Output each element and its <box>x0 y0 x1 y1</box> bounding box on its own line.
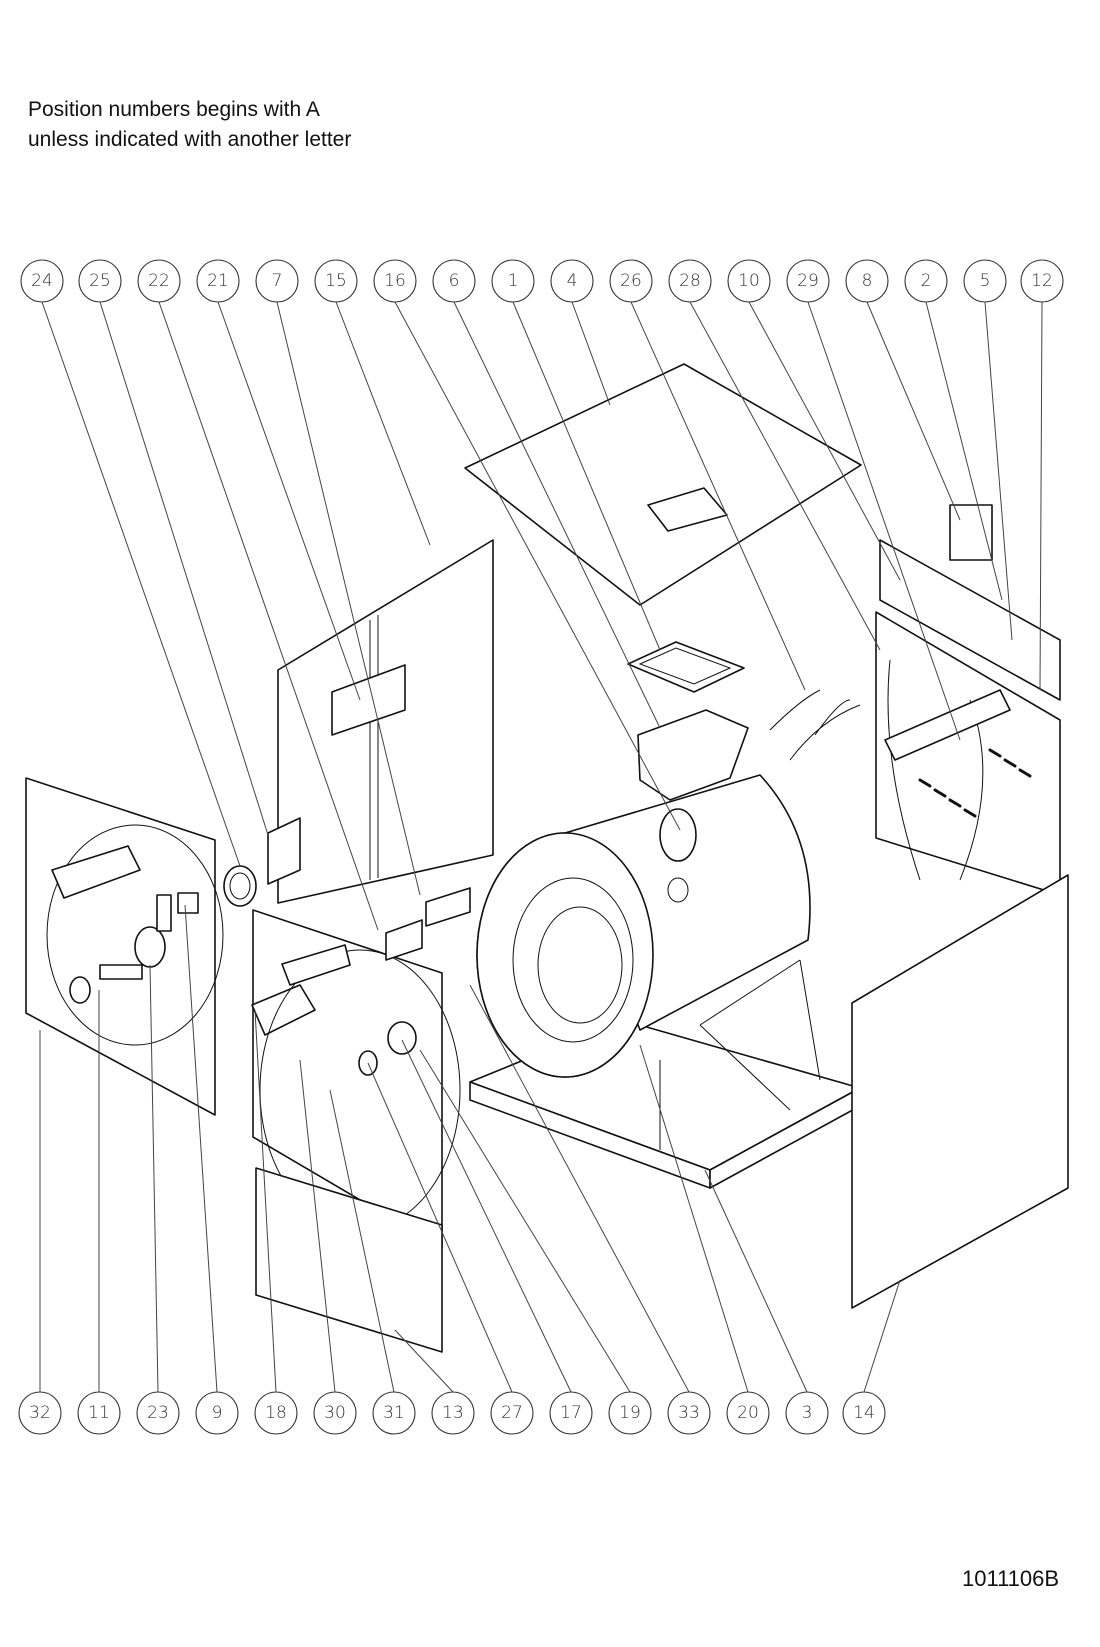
note-line-2: unless indicated with another letter <box>28 128 352 151</box>
callout-16: 16 <box>373 259 417 303</box>
leader-lines <box>39 301 1043 1393</box>
callout-23: 23 <box>136 1391 180 1435</box>
svg-text:2: 2 <box>921 271 932 291</box>
svg-text:23: 23 <box>147 1403 169 1423</box>
callout-20: 20 <box>726 1391 770 1435</box>
top-callout-row: 24 25 22 21 7 15 16 6 1 4 26 28 10 29 8 … <box>20 259 1064 303</box>
svg-text:7: 7 <box>272 271 283 291</box>
callout-14: 14 <box>842 1391 886 1435</box>
svg-text:25: 25 <box>89 271 111 291</box>
svg-text:5: 5 <box>980 271 991 291</box>
svg-text:17: 17 <box>560 1403 582 1423</box>
svg-text:19: 19 <box>619 1403 641 1423</box>
callout-13: 13 <box>431 1391 475 1435</box>
svg-text:1: 1 <box>508 271 519 291</box>
position-note: Position numbers begins with A unless in… <box>28 95 351 155</box>
svg-text:21: 21 <box>207 271 229 291</box>
outer-front-panel <box>25 777 216 1116</box>
callout-7: 7 <box>255 259 299 303</box>
callout-29: 29 <box>786 259 830 303</box>
right-side-panel <box>851 874 1069 1309</box>
svg-text:26: 26 <box>620 271 642 291</box>
svg-text:28: 28 <box>679 271 701 291</box>
callout-10: 10 <box>727 259 771 303</box>
callout-19: 19 <box>608 1391 652 1435</box>
callout-32: 32 <box>18 1391 62 1435</box>
callout-22: 22 <box>137 259 181 303</box>
hoses <box>769 689 861 761</box>
svg-text:22: 22 <box>148 271 170 291</box>
callout-11: 11 <box>77 1391 121 1435</box>
callout-9: 9 <box>195 1391 239 1435</box>
callout-15: 15 <box>314 259 358 303</box>
side-panel-rear <box>277 539 494 904</box>
callout-1: 1 <box>491 259 535 303</box>
callout-30: 30 <box>313 1391 357 1435</box>
callout-28: 28 <box>668 259 712 303</box>
callout-8: 8 <box>845 259 889 303</box>
svg-text:12: 12 <box>1031 271 1053 291</box>
svg-text:3: 3 <box>802 1403 813 1423</box>
callout-2: 2 <box>904 259 948 303</box>
callout-5: 5 <box>963 259 1007 303</box>
callout-3: 3 <box>785 1391 829 1435</box>
callout-21: 21 <box>196 259 240 303</box>
svg-text:30: 30 <box>324 1403 346 1423</box>
svg-text:32: 32 <box>29 1403 51 1423</box>
callout-6: 6 <box>432 259 476 303</box>
callout-33: 33 <box>667 1391 711 1435</box>
svg-text:6: 6 <box>449 271 460 291</box>
callout-26: 26 <box>609 259 653 303</box>
callout-24: 24 <box>20 259 64 303</box>
svg-text:27: 27 <box>501 1403 523 1423</box>
callout-4: 4 <box>550 259 594 303</box>
svg-text:24: 24 <box>31 271 53 291</box>
svg-text:29: 29 <box>797 271 819 291</box>
svg-text:31: 31 <box>383 1403 405 1423</box>
callout-31: 31 <box>372 1391 416 1435</box>
parts-drawing <box>25 363 1069 1353</box>
detergent-box <box>637 709 749 801</box>
svg-text:11: 11 <box>88 1403 110 1423</box>
door-ring <box>223 865 257 907</box>
svg-text:14: 14 <box>853 1403 875 1423</box>
svg-text:16: 16 <box>384 271 406 291</box>
callout-27: 27 <box>490 1391 534 1435</box>
kick-plate <box>255 1167 443 1353</box>
note-line-1: Position numbers begins with A <box>28 98 320 121</box>
svg-text:9: 9 <box>212 1403 223 1423</box>
svg-text:4: 4 <box>567 271 578 291</box>
svg-text:8: 8 <box>862 271 873 291</box>
top-lid <box>464 363 862 606</box>
callout-17: 17 <box>549 1391 593 1435</box>
svg-text:15: 15 <box>325 271 347 291</box>
bottom-callout-row: 32 11 23 9 18 30 31 13 27 17 19 33 20 3 … <box>18 1391 886 1435</box>
svg-text:20: 20 <box>737 1403 759 1423</box>
svg-text:18: 18 <box>265 1403 287 1423</box>
callout-25: 25 <box>78 259 122 303</box>
callout-12: 12 <box>1020 259 1064 303</box>
svg-text:33: 33 <box>678 1403 700 1423</box>
svg-text:13: 13 <box>442 1403 464 1423</box>
document-number: 1011106B <box>962 1566 1060 1591</box>
callout-18: 18 <box>254 1391 298 1435</box>
svg-text:10: 10 <box>738 271 760 291</box>
